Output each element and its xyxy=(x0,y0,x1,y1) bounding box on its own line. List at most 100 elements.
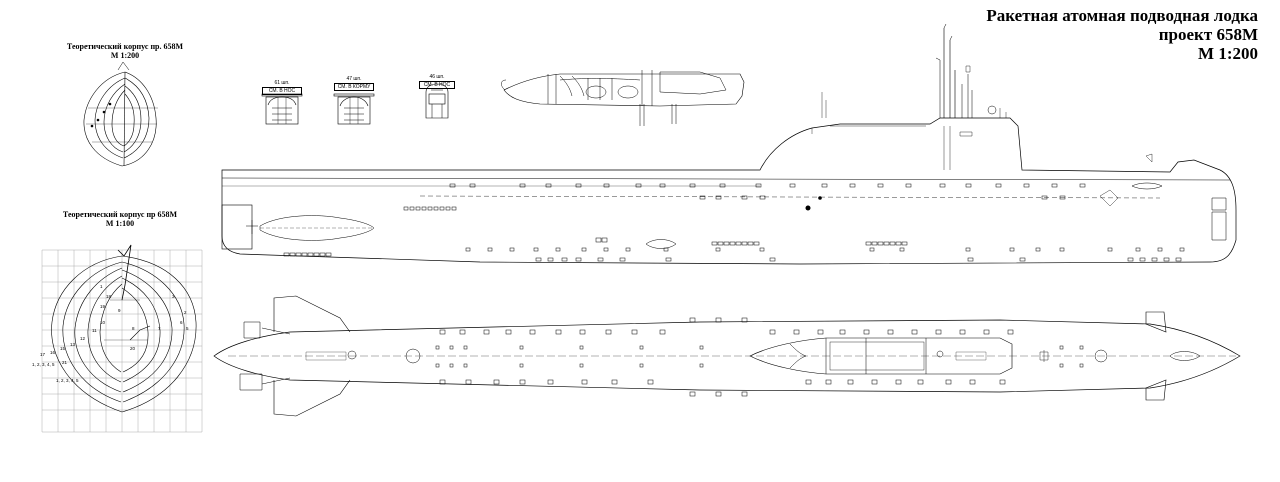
fitting-mark xyxy=(689,183,696,188)
fitting-mark xyxy=(965,247,971,252)
fitting-mark xyxy=(1079,363,1084,368)
frame-number: 11 xyxy=(92,328,97,333)
frame-number: 1, 2, 3, 4, 5 xyxy=(32,362,55,367)
fitting-mark xyxy=(1163,257,1170,262)
fitting-mark xyxy=(817,329,824,335)
fitting-mark xyxy=(945,379,952,385)
fitting-mark xyxy=(535,257,542,262)
fitting-mark xyxy=(313,252,320,257)
fitting-mark xyxy=(581,379,588,385)
fitting-mark xyxy=(597,257,604,262)
side-elevation xyxy=(221,23,1237,265)
fitting-mark xyxy=(741,317,748,323)
fitting-mark xyxy=(759,247,765,252)
fitting-mark xyxy=(747,241,754,246)
fitting-mark xyxy=(289,252,296,257)
fitting-mark xyxy=(869,247,875,252)
fitting-mark xyxy=(283,252,290,257)
fitting-mark xyxy=(579,329,586,335)
hull-small-scale: М 1:200 xyxy=(110,51,140,60)
fitting-mark xyxy=(1059,247,1065,252)
fitting-mark xyxy=(659,183,666,188)
fitting-mark xyxy=(575,183,582,188)
fitting-mark xyxy=(935,329,942,335)
fitting-mark xyxy=(895,241,902,246)
fitting-mark xyxy=(665,257,672,262)
fitting-mark xyxy=(699,195,706,200)
hull-small-title: Теоретический корпус пр. 658М xyxy=(66,42,184,51)
fitting-mark xyxy=(689,391,696,397)
fitting-mark xyxy=(301,252,308,257)
section-61 xyxy=(261,93,303,125)
fitting-mark xyxy=(595,237,602,243)
fitting-mark xyxy=(1051,183,1058,188)
fitting-mark xyxy=(663,247,669,252)
fitting-mark xyxy=(659,329,666,335)
fitting-mark xyxy=(1179,247,1185,252)
fitting-mark xyxy=(805,379,812,385)
fitting-mark xyxy=(581,247,587,252)
fitting-mark xyxy=(439,379,446,385)
hull-large-caption: Теоретический корпус пр 658М М 1:100 xyxy=(55,210,185,228)
fitting-mark xyxy=(487,247,493,252)
fitting-mark xyxy=(753,241,760,246)
fitting-mark xyxy=(555,329,562,335)
fitting-mark xyxy=(603,183,610,188)
fitting-mark xyxy=(1151,257,1158,262)
fitting-mark xyxy=(883,241,890,246)
fitting-mark xyxy=(325,252,332,257)
fitting-mark xyxy=(995,183,1002,188)
frame-number: 21 xyxy=(62,360,68,365)
section-count: 61 шп. xyxy=(274,80,290,86)
fitting-mark xyxy=(1079,345,1084,350)
frame-number: 5 xyxy=(186,326,189,331)
fitting-mark xyxy=(519,345,524,350)
fitting-mark xyxy=(433,206,439,211)
fitting-mark xyxy=(905,183,912,188)
fitting-mark xyxy=(999,379,1006,385)
fitting-mark xyxy=(939,183,946,188)
frame-number: 18 xyxy=(106,294,112,299)
section-label-47: 47 шп. СМ. В КОРМУ xyxy=(334,76,374,91)
fitting-mark xyxy=(465,379,472,385)
fitting-mark xyxy=(719,183,726,188)
fitting-mark xyxy=(699,363,704,368)
fitting-mark xyxy=(451,206,457,211)
fitting-mark xyxy=(529,329,536,335)
fitting-mark xyxy=(409,206,415,211)
fitting-mark xyxy=(769,329,776,335)
frame-number: 19 xyxy=(100,304,106,309)
fitting-mark xyxy=(729,241,736,246)
fitting-mark xyxy=(711,241,718,246)
hull-body-plan-large: 1 2 3 5 6 7 8 9 10 11 12 13 15 16 17 18 … xyxy=(32,244,203,433)
fitting-mark xyxy=(1139,257,1146,262)
fitting-mark xyxy=(445,206,451,211)
fitting-mark xyxy=(1023,183,1030,188)
fitting-mark xyxy=(469,183,476,188)
fitting-mark xyxy=(741,241,748,246)
hull-large-title: Теоретический корпус пр 658М xyxy=(62,210,178,219)
hull-large-scale: М 1:100 xyxy=(105,219,135,228)
fitting-mark xyxy=(519,183,526,188)
frame-number: 12 xyxy=(80,336,86,341)
fitting-mark xyxy=(1079,183,1086,188)
fitting-mark xyxy=(1175,257,1182,262)
fitting-mark xyxy=(983,329,990,335)
fitting-mark xyxy=(1135,247,1141,252)
section-47 xyxy=(333,93,375,125)
frame-number: 13 xyxy=(70,342,76,347)
section-count: 47 шп. xyxy=(346,76,362,82)
fitting-mark xyxy=(1009,247,1015,252)
fitting-mark xyxy=(505,329,512,335)
fitting-mark xyxy=(901,241,908,246)
fitting-mark xyxy=(849,183,856,188)
fitting-mark xyxy=(435,363,440,368)
fitting-mark xyxy=(1007,329,1014,335)
fitting-mark xyxy=(295,252,302,257)
fitting-mark xyxy=(603,247,609,252)
fitting-mark xyxy=(463,345,468,350)
fitting-mark xyxy=(847,379,854,385)
hull-body-plan-small xyxy=(83,61,158,167)
fitting-mark xyxy=(821,183,828,188)
fitting-mark xyxy=(969,379,976,385)
